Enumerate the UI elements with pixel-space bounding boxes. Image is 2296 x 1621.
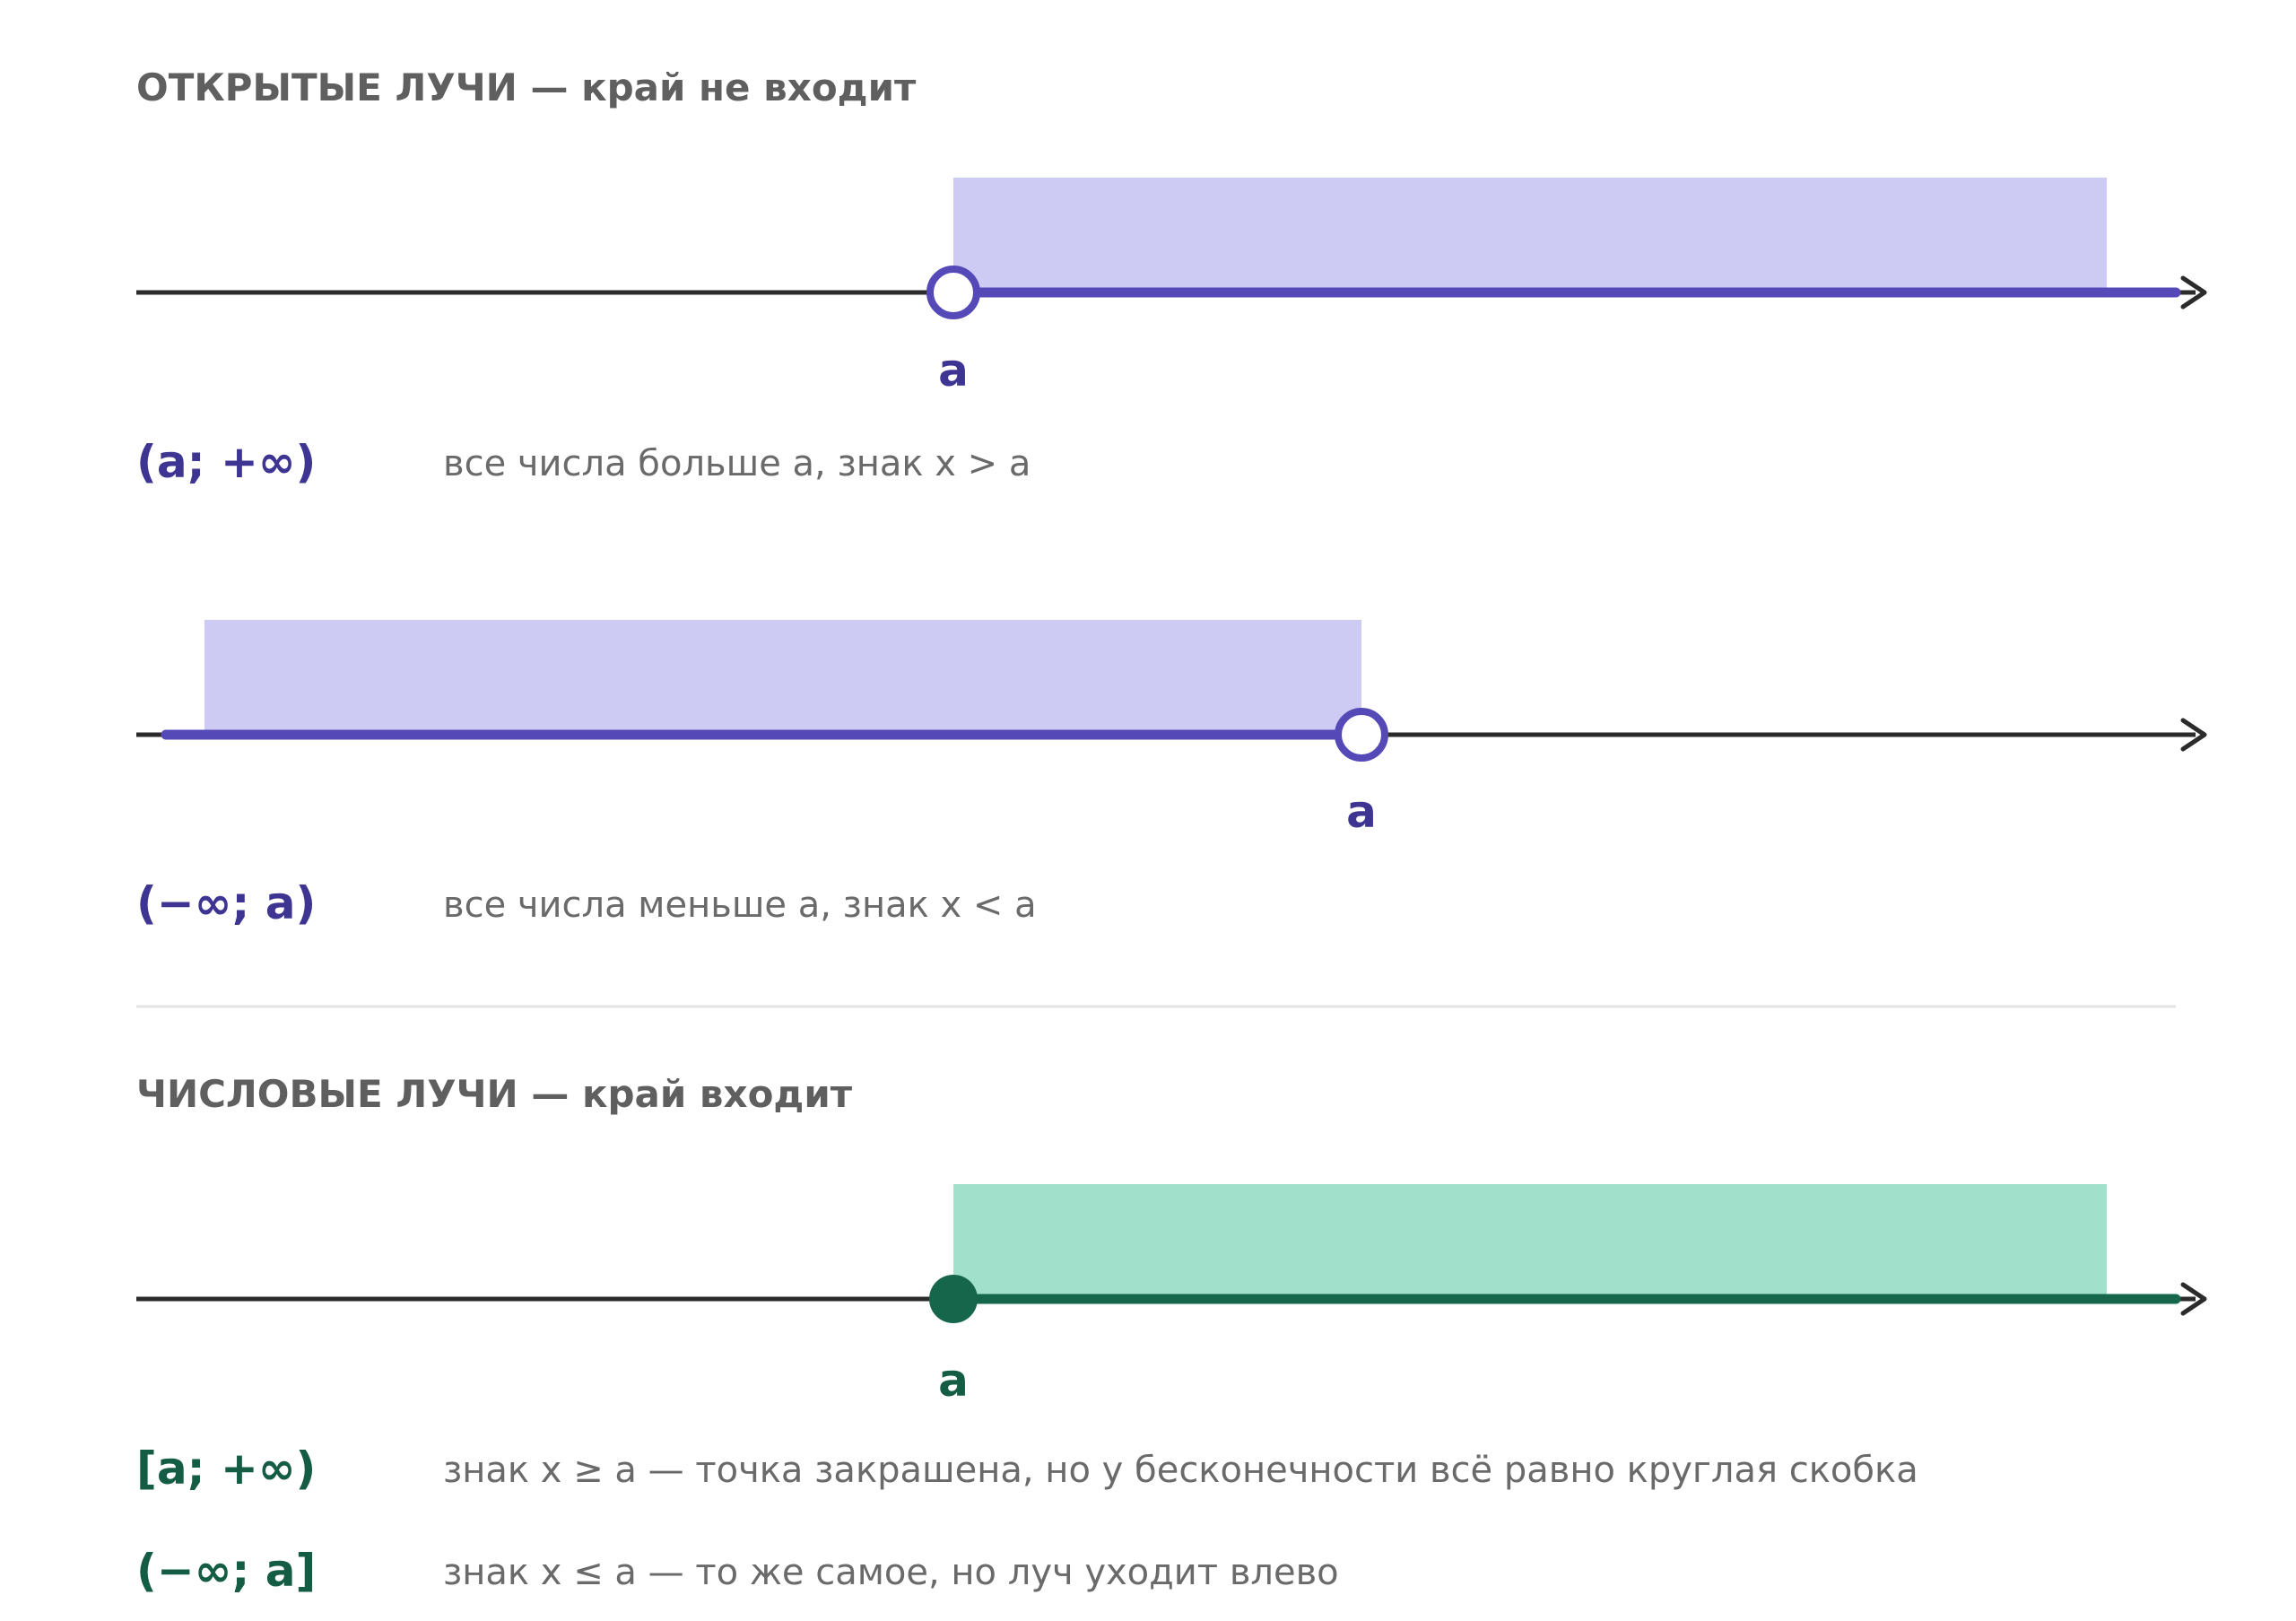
description-closed-right: знак x ≥ a — точка закрашена, но у беско… [443,1450,1918,1491]
notation-open-left: (−∞; a) [136,877,316,929]
ray-open-right-highlight [953,178,2107,292]
description-closed-left: знак x ≤ a — то же самое, но луч уходит … [443,1552,1339,1593]
ray-open-right-open-point [926,266,980,319]
description-open-left: все числа меньше a, знак x < a [443,885,1037,926]
notation-closed-right: [a; +∞) [136,1442,316,1495]
description-open-right: все числа больше a, знак x > a [443,443,1031,484]
ray-closed-right-highlight [953,1184,2107,1299]
ray-open-left: a [136,620,2207,838]
ray-closed-right-arrow-icon [2180,1282,2207,1316]
ray-closed-right: a [136,1184,2207,1407]
ray-open-right-point-label: a [938,344,969,397]
ray-closed-right-filled-point [929,1275,978,1323]
ray-closed-right-point-label: a [938,1355,969,1407]
ray-open-left-highlight [204,620,1361,735]
notation-open-right: (a; +∞) [136,436,316,488]
ray-open-left-arrow-icon [2180,718,2207,752]
ray-open-right-arrow-icon [2180,275,2207,309]
notation-closed-left: (−∞; a] [136,1545,316,1597]
ray-open-left-open-point [1335,708,1388,762]
ray-open-left-point-label: a [1346,786,1377,838]
section-open-heading: ОТКРЫТЫЕ ЛУЧИ — край не входит [136,65,917,109]
ray-open-right: a [136,178,2207,397]
section-closed-heading: ЧИСЛОВЫЕ ЛУЧИ — край входит [136,1072,853,1116]
